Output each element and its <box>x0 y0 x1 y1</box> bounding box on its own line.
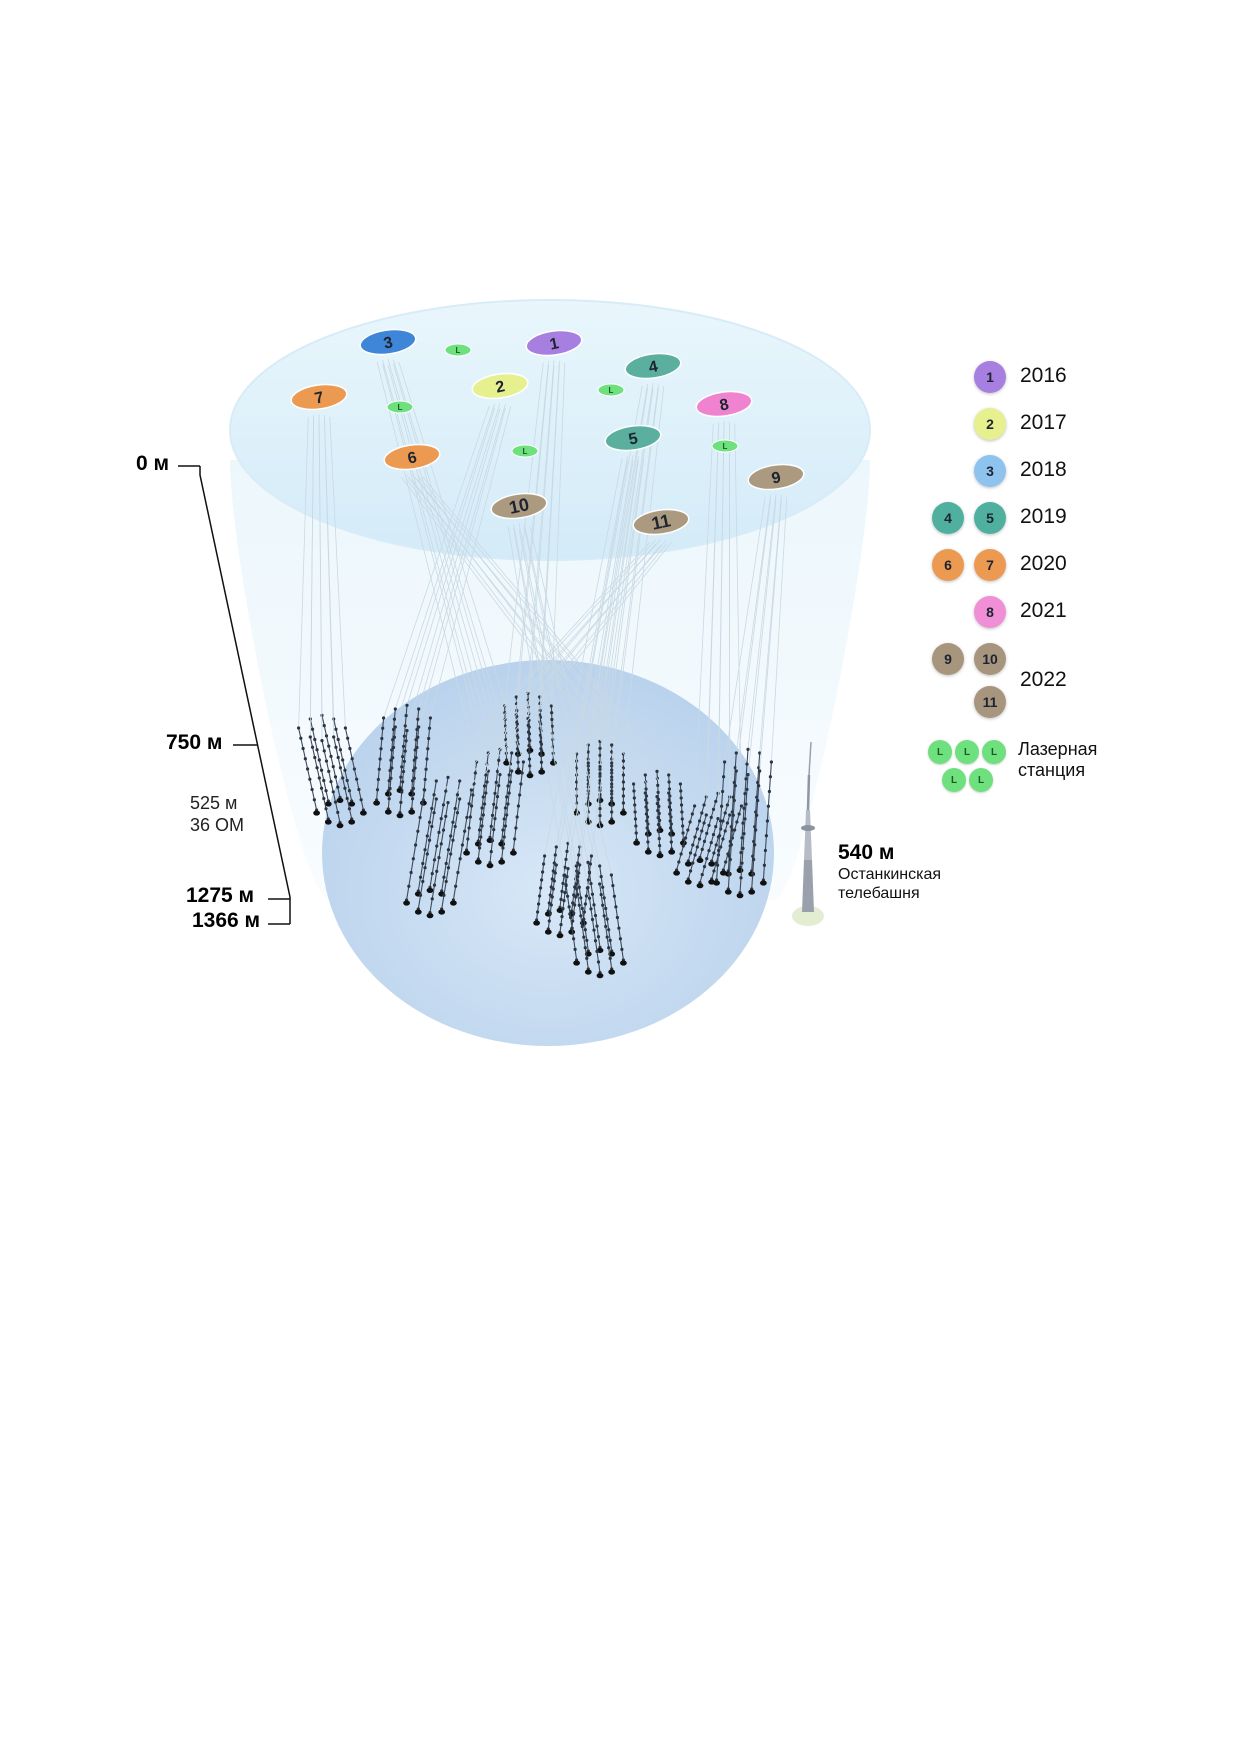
legend-year-2018: 2018 <box>1020 458 1067 481</box>
cluster-strings-6 <box>400 473 687 859</box>
depth-label-1275: 1275 м <box>186 884 255 907</box>
legend-badge-5: 5 <box>974 502 1006 534</box>
svg-text:L: L <box>398 403 403 412</box>
laser-station-marker: L <box>444 343 472 357</box>
cluster-marker-9: 9 <box>747 463 805 491</box>
legend-badge-4: 4 <box>932 502 964 534</box>
cluster-marker-6: 6 <box>383 443 441 471</box>
svg-text:10: 10 <box>507 494 531 518</box>
legend-year-2016: 2016 <box>1020 364 1067 387</box>
cluster-marker-2: 2 <box>471 372 529 400</box>
depth-label-0: 0 м <box>136 452 170 475</box>
svg-text:1: 1 <box>548 335 560 353</box>
cluster-marker-8: 8 <box>695 390 753 418</box>
legend-badge-3: 3 <box>974 455 1006 487</box>
cluster-strings-7 <box>297 414 367 829</box>
depth-label-1366: 1366 м <box>192 909 261 932</box>
cluster-marker-10: 10 <box>490 492 548 520</box>
cluster-length-note: 525 м 36 ОМ <box>190 792 244 836</box>
laser-station-marker: L <box>597 383 625 397</box>
legend-badge-10: 10 <box>974 643 1006 675</box>
svg-text:8: 8 <box>718 396 730 414</box>
legend-year-2019: 2019 <box>1020 505 1067 528</box>
cluster-strings-9 <box>713 494 788 899</box>
cluster-strings-11 <box>403 538 673 919</box>
legend-laser-badge: L <box>942 768 966 792</box>
svg-text:L: L <box>456 346 461 355</box>
tower-name-line1: Останкинская <box>838 866 942 883</box>
ostankino-tower <box>792 741 824 926</box>
legend-year-2022: 2022 <box>1020 668 1067 691</box>
tower-height-label: 540 м <box>838 841 895 864</box>
svg-text:7: 7 <box>313 389 325 407</box>
lake-bottom-surface <box>322 660 774 1046</box>
legend-laser-badge: L <box>969 768 993 792</box>
legend-badge-9: 9 <box>932 643 964 675</box>
tower-name-line2: телебашня <box>838 885 920 902</box>
svg-text:5: 5 <box>627 430 639 448</box>
legend-year-2017: 2017 <box>1020 411 1067 434</box>
cluster-marker-3: 3 <box>359 328 417 356</box>
laser-station-legend-label: Лазерная станция <box>1018 739 1097 781</box>
cluster-marker-5: 5 <box>604 424 662 452</box>
svg-text:3: 3 <box>382 334 394 352</box>
legend-badge-7: 7 <box>974 549 1006 581</box>
cluster-strings-5 <box>533 455 645 939</box>
laser-legend-line2: станция <box>1018 760 1086 780</box>
legend-badge-1: 1 <box>974 361 1006 393</box>
svg-text:6: 6 <box>406 449 418 467</box>
cluster-marker-7: 7 <box>290 383 348 411</box>
legend-year-2021: 2021 <box>1020 599 1067 622</box>
svg-text:2: 2 <box>494 378 506 396</box>
svg-text:L: L <box>523 447 528 456</box>
legend-badge-11: 11 <box>974 686 1006 718</box>
legend-badge-8: 8 <box>974 596 1006 628</box>
svg-text:11: 11 <box>650 510 673 534</box>
svg-text:4: 4 <box>647 358 659 376</box>
svg-text:9: 9 <box>770 469 782 487</box>
cluster-marker-11: 11 <box>632 508 690 536</box>
cluster-length-label: 525 м <box>190 793 238 813</box>
depth-label-750: 750 м <box>166 731 223 754</box>
tower-name: Останкинская телебашня <box>838 865 941 903</box>
om-count-label: 36 ОМ <box>190 815 245 835</box>
detector-strings <box>297 359 788 979</box>
laser-legend-line1: Лазерная <box>1018 739 1098 759</box>
legend-laser-badge: L <box>982 740 1006 764</box>
cluster-strings-3 <box>376 359 526 869</box>
legend-badge-6: 6 <box>932 549 964 581</box>
legend-laser-badge: L <box>955 740 979 764</box>
depth-scale-line <box>178 465 291 925</box>
cluster-marker-1: 1 <box>525 329 583 357</box>
cluster-marker-4: 4 <box>624 352 682 380</box>
svg-text:L: L <box>609 386 614 395</box>
cluster-markers: 1 2 3 4 5 6 7 8 9 10 11 L L L L L <box>290 328 805 536</box>
legend-badge-2: 2 <box>974 408 1006 440</box>
laser-station-marker: L <box>711 439 739 453</box>
cluster-strings-10 <box>507 523 627 979</box>
legend-year-2020: 2020 <box>1020 552 1067 575</box>
laser-station-marker: L <box>511 444 539 458</box>
legend-laser-badge: L <box>928 740 952 764</box>
svg-text:L: L <box>723 442 728 451</box>
laser-station-marker: L <box>386 400 414 414</box>
